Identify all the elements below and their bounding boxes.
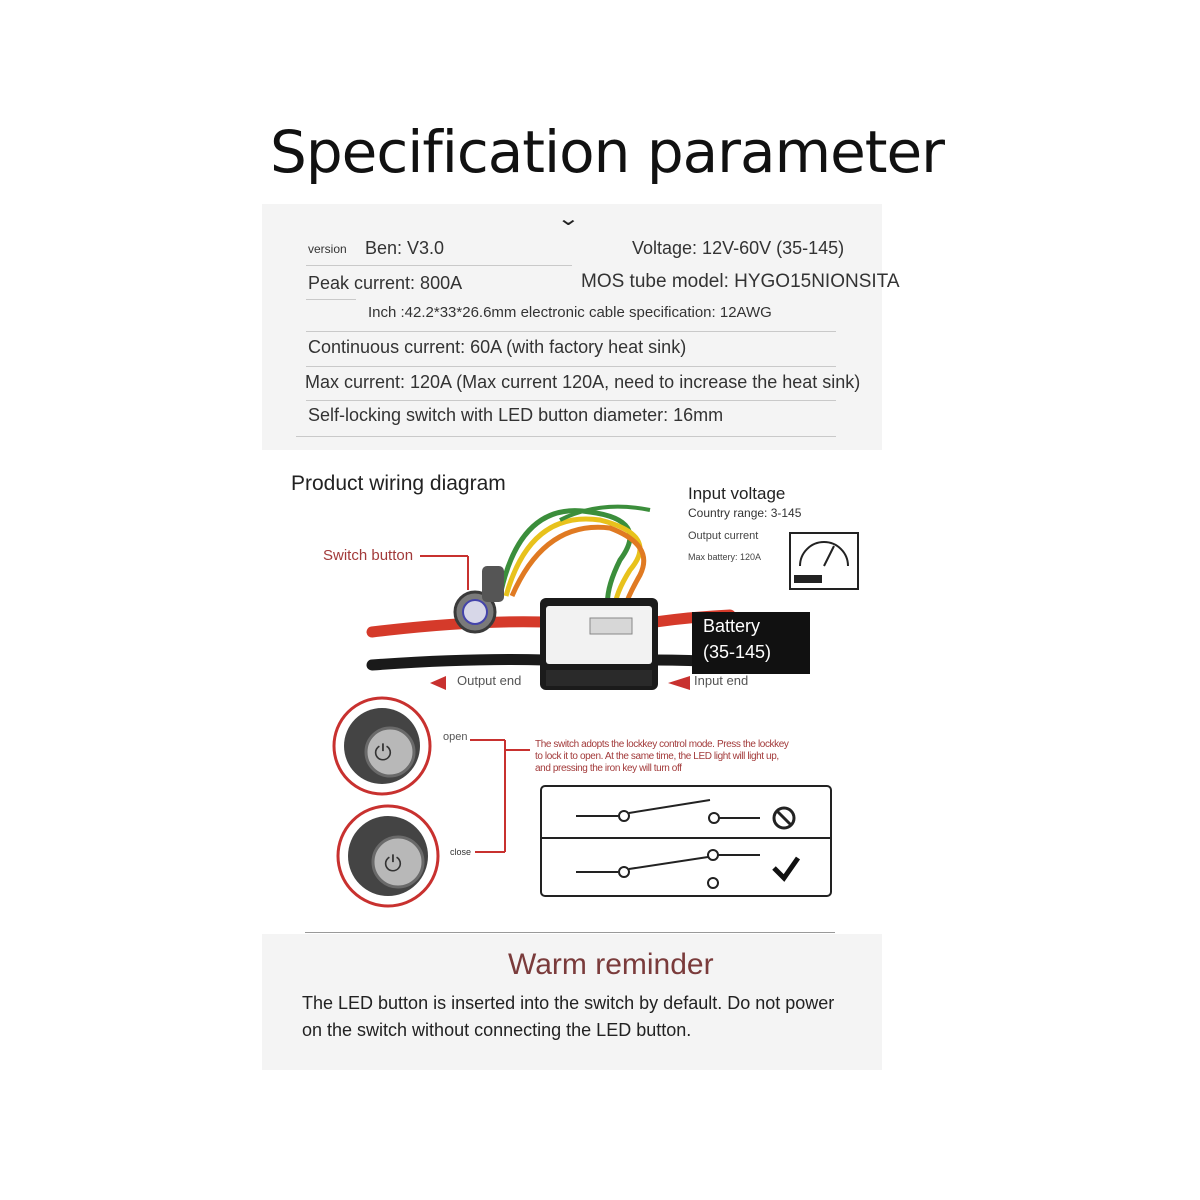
input-voltage-label: Input voltage [688, 484, 786, 503]
input-arrow-icon [668, 676, 690, 690]
divider [296, 436, 836, 437]
version-label: version [308, 242, 347, 256]
divider [306, 366, 836, 367]
switch-barrel [482, 566, 504, 602]
led-ring [462, 599, 488, 625]
page-title: Specification parameter [270, 118, 945, 186]
output-current-label: Output current [688, 530, 759, 542]
voltage-spec: Voltage: 12V-60V (35-145) [632, 238, 845, 258]
spec-panel [262, 204, 882, 450]
svg-text:⏻: ⏻ [374, 740, 391, 765]
switch-note-line1: The switch adopts the lockkey control mo… [535, 739, 789, 750]
open-label: open [443, 731, 468, 743]
switch-schematic [540, 785, 832, 897]
output-end-label: Output end [457, 673, 522, 688]
mos-model-spec: MOS tube model: HYGO15NIONSITA [581, 271, 900, 292]
controller-label [546, 606, 652, 664]
switch-note-line3: and pressing the iron key will turn off [535, 763, 682, 774]
battery-block [692, 612, 810, 674]
country-range-label: Country range: 3-145 [688, 506, 802, 520]
version-value: Ben: V3.0 [365, 238, 445, 258]
continuous-current-spec: Continuous current: 60A (with factory he… [308, 337, 687, 357]
black-output-wire [366, 654, 551, 671]
reminder-title: Warm reminder [508, 948, 714, 981]
green-wire [497, 508, 633, 622]
max-current-spec: Max current: 120A (Max current 120A, nee… [305, 372, 861, 392]
green-wire-loop [559, 504, 651, 522]
divider [306, 400, 836, 401]
input-end-label: Input end [694, 673, 749, 688]
switch-diameter-spec: Self-locking switch with LED button diam… [308, 405, 724, 425]
divider [306, 265, 572, 266]
output-arrow-icon [430, 676, 446, 690]
heat-sink [546, 670, 652, 686]
battery-label: Battery [703, 616, 761, 636]
peak-current-spec: Peak current: 800A [308, 273, 463, 293]
chevron-down-icon: ⌄ [556, 208, 581, 230]
max-battery-label: Max battery: 120A [688, 552, 762, 562]
diagram-title: Product wiring diagram [291, 472, 506, 495]
reminder-text: The LED button is inserted into the swit… [302, 993, 835, 1040]
close-label: close [450, 847, 472, 857]
svg-text:⏻: ⏻ [384, 851, 401, 876]
divider [306, 331, 836, 332]
switch-note-line2: to lock it to open. At the same time, th… [535, 751, 779, 762]
switch-button-label: Switch button [323, 547, 414, 564]
check-icon [772, 856, 801, 882]
size-cable-spec: Inch :42.2*33*26.6mm electronic cable sp… [368, 304, 772, 321]
divider [305, 932, 835, 933]
reminder-panel [262, 934, 882, 1070]
battery-range-label: (35-145) [703, 642, 772, 662]
yellow-wire [503, 516, 643, 622]
connector [589, 617, 633, 635]
divider [306, 299, 356, 300]
prohibited-icon [772, 806, 796, 830]
